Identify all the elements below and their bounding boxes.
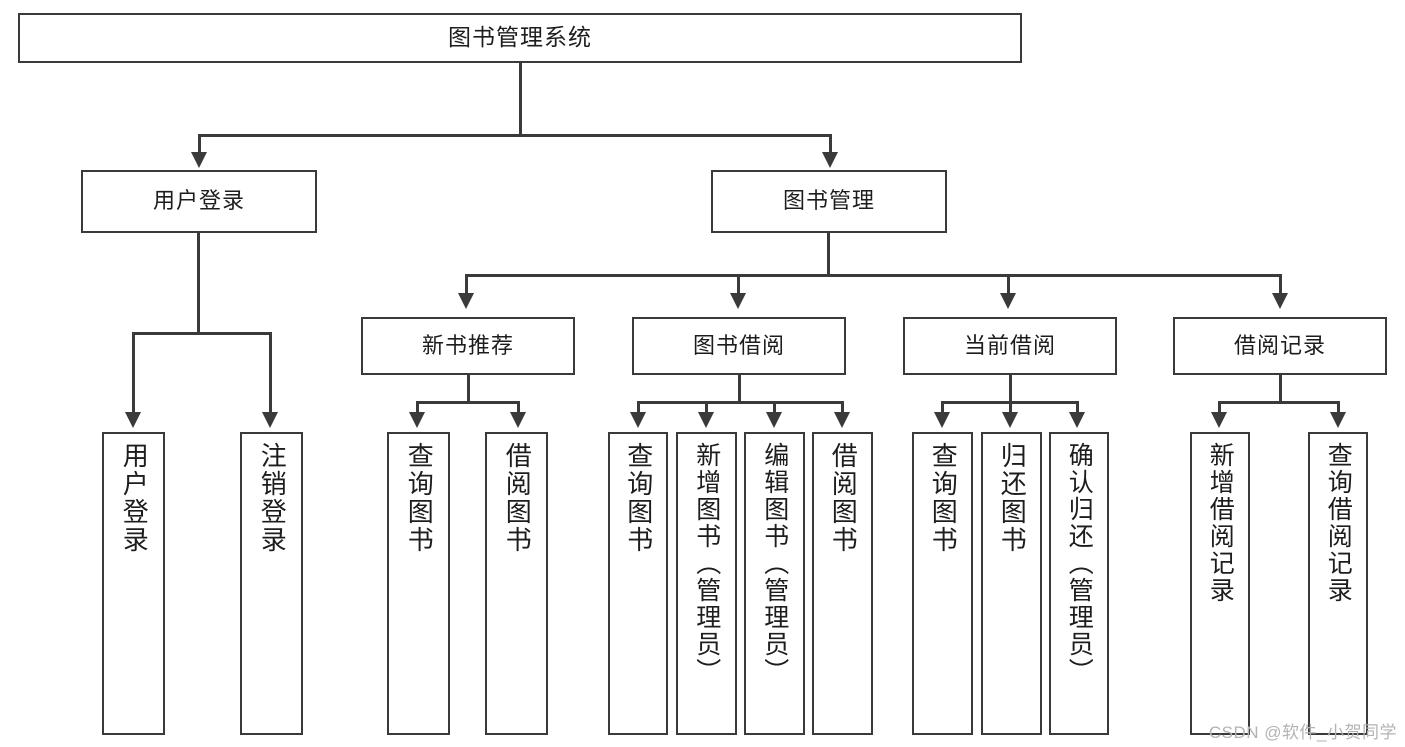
connector-bb-drop-4 <box>841 401 844 415</box>
connector-nbr-bus <box>416 401 520 404</box>
connector-br-bus <box>1218 401 1340 404</box>
connector-cb-drop-2 <box>1009 401 1012 415</box>
arrow-to-leaf-borrow-book-1 <box>510 412 526 428</box>
connector-book-management-stem <box>827 233 830 276</box>
connector-nbr-drop-2 <box>517 401 520 415</box>
node-label: 用户登录 <box>152 188 245 214</box>
connector-bm-drop-3 <box>1007 274 1010 296</box>
arrow-to-leaf-edit-book <box>766 412 782 428</box>
connector-cb-stem <box>1009 375 1012 403</box>
leaf-add-book-admin[interactable]: 新增图书（管理员） <box>676 432 737 735</box>
connector-root-bus-left-drop <box>198 134 201 156</box>
arrow-to-book-borrow <box>730 293 746 309</box>
node-label: 图书管理 <box>782 188 875 214</box>
node-root-book-management-system[interactable]: 图书管理系统 <box>18 13 1022 63</box>
node-label: 借阅记录 <box>1233 332 1326 358</box>
leaf-label: 新增图书（管理员） <box>692 442 721 685</box>
connector-bm-drop-4 <box>1279 274 1282 296</box>
node-label: 图书管理系统 <box>448 24 592 51</box>
arrow-to-user-login <box>191 152 207 168</box>
leaf-label: 查询借阅记录 <box>1324 442 1353 604</box>
node-current-borrow[interactable]: 当前借阅 <box>903 317 1117 375</box>
node-label: 新书推荐 <box>421 332 514 358</box>
connector-cb-drop-1 <box>941 401 944 415</box>
connector-bb-bus <box>637 401 843 404</box>
arrow-to-leaf-return-book <box>1002 412 1018 428</box>
arrow-to-leaf-query-record <box>1330 412 1346 428</box>
connector-bm-drop-1 <box>465 274 468 296</box>
node-user-login[interactable]: 用户登录 <box>81 170 317 233</box>
leaf-logout[interactable]: 注销登录 <box>240 432 303 735</box>
arrow-to-new-book-recommend <box>458 293 474 309</box>
leaf-borrow-book-recommend[interactable]: 借阅图书 <box>485 432 548 735</box>
arrow-to-book-management <box>822 152 838 168</box>
leaf-add-borrow-record[interactable]: 新增借阅记录 <box>1190 432 1250 735</box>
arrow-to-borrow-record <box>1272 293 1288 309</box>
leaf-user-login[interactable]: 用户登录 <box>102 432 165 735</box>
connector-cb-drop-3 <box>1076 401 1079 415</box>
node-book-management[interactable]: 图书管理 <box>711 170 947 233</box>
connector-root-bus <box>198 134 832 137</box>
connector-book-management-bus <box>465 274 1282 277</box>
arrow-to-leaf-add-record <box>1211 412 1227 428</box>
leaf-label: 查询图书 <box>928 442 959 554</box>
leaf-query-book-current[interactable]: 查询图书 <box>912 432 973 735</box>
connector-br-drop-1 <box>1218 401 1221 415</box>
arrow-to-leaf-query-book-2 <box>630 412 646 428</box>
node-borrow-record[interactable]: 借阅记录 <box>1173 317 1387 375</box>
arrow-to-leaf-logout <box>262 412 278 428</box>
leaf-label: 用户登录 <box>119 442 150 554</box>
connector-bm-drop-2 <box>737 274 740 296</box>
leaf-borrow-book[interactable]: 借阅图书 <box>812 432 873 735</box>
connector-user-login-stem <box>197 233 200 334</box>
connector-root-stem <box>519 63 522 136</box>
arrow-to-current-borrow <box>1000 293 1016 309</box>
connector-user-login-drop-2 <box>269 332 272 415</box>
arrow-to-leaf-confirm-return <box>1069 412 1085 428</box>
leaf-edit-book-admin[interactable]: 编辑图书（管理员） <box>744 432 805 735</box>
arrow-to-leaf-query-book-3 <box>934 412 950 428</box>
node-label: 图书借阅 <box>692 332 785 358</box>
connector-br-stem <box>1279 375 1282 403</box>
arrow-to-leaf-borrow-book-2 <box>834 412 850 428</box>
connector-nbr-stem <box>467 375 470 403</box>
connector-bb-drop-2 <box>705 401 708 415</box>
leaf-query-book-borrow[interactable]: 查询图书 <box>608 432 668 735</box>
connector-nbr-drop-1 <box>416 401 419 415</box>
arrow-to-leaf-user-login <box>125 412 141 428</box>
connector-root-bus-right-drop <box>829 134 832 156</box>
connector-bb-drop-1 <box>637 401 640 415</box>
node-new-book-recommend[interactable]: 新书推荐 <box>361 317 575 375</box>
node-book-borrow[interactable]: 图书借阅 <box>632 317 846 375</box>
node-label: 当前借阅 <box>963 332 1056 358</box>
arrow-to-leaf-add-book <box>698 412 714 428</box>
leaf-label: 编辑图书（管理员） <box>760 442 789 685</box>
leaf-return-book[interactable]: 归还图书 <box>981 432 1042 735</box>
leaf-confirm-return-admin[interactable]: 确认归还（管理员） <box>1049 432 1109 735</box>
leaf-label: 确认归还（管理员） <box>1065 442 1094 685</box>
leaf-label: 查询图书 <box>404 442 435 554</box>
connector-bb-stem <box>738 375 741 403</box>
arrow-to-leaf-query-book-1 <box>409 412 425 428</box>
leaf-label: 归还图书 <box>997 442 1028 554</box>
leaf-query-book-recommend[interactable]: 查询图书 <box>387 432 450 735</box>
connector-br-drop-2 <box>1337 401 1340 415</box>
csdn-watermark: CSDN @软件_小贺同学 <box>1208 723 1397 742</box>
connector-bb-drop-3 <box>773 401 776 415</box>
leaf-query-borrow-record[interactable]: 查询借阅记录 <box>1308 432 1368 735</box>
leaf-label: 注销登录 <box>257 442 288 554</box>
leaf-label: 借阅图书 <box>502 442 533 554</box>
leaf-label: 新增借阅记录 <box>1206 442 1235 604</box>
connector-user-login-drop-1 <box>132 332 135 415</box>
connector-user-login-bus <box>132 332 272 335</box>
leaf-label: 借阅图书 <box>828 442 859 554</box>
leaf-label: 查询图书 <box>623 442 654 554</box>
